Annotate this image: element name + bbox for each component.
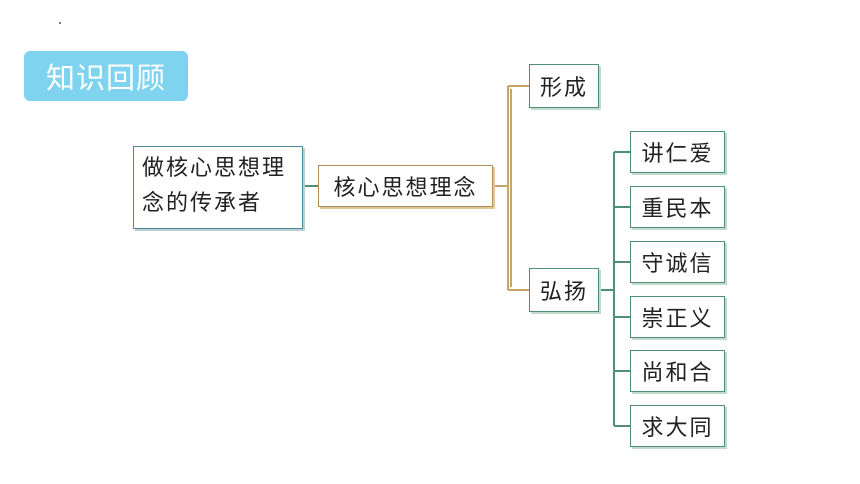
leaf-node: 讲仁爱 <box>630 131 725 173</box>
review-badge: 知识回顾 <box>24 51 188 101</box>
leaf-node: 守诚信 <box>630 241 725 283</box>
leaf-node-label: 求大同 <box>641 416 714 441</box>
root-node-line1: 做核心思想理 <box>142 156 287 181</box>
leaf-node: 重民本 <box>630 186 725 228</box>
root-node: 做核心思想理 念的传承者 <box>133 146 303 229</box>
leaf-node-label: 讲仁爱 <box>641 142 714 167</box>
leaf-node: 崇正义 <box>630 296 725 338</box>
branch-node-promote: 弘扬 <box>529 268 599 312</box>
leaf-node-label: 重民本 <box>641 197 714 222</box>
leaf-node: 尚和合 <box>630 350 725 392</box>
branch-node-label: 弘扬 <box>539 280 588 305</box>
leaf-node-label: 守诚信 <box>641 252 714 277</box>
slide-dot <box>59 22 61 24</box>
root-node-line2: 念的传承者 <box>142 191 263 216</box>
connector-center-branches <box>493 85 529 291</box>
branch-node-formation: 形成 <box>529 64 599 108</box>
leaf-node-label: 尚和合 <box>641 361 714 386</box>
connector-branch-leaves <box>599 151 630 427</box>
branch-node-label: 形成 <box>539 76 588 101</box>
center-node: 核心思想理念 <box>318 165 493 207</box>
center-node-label: 核心思想理念 <box>333 176 478 201</box>
leaf-node-label: 崇正义 <box>641 307 714 332</box>
leaf-node: 求大同 <box>630 405 725 447</box>
review-badge-label: 知识回顾 <box>45 61 166 95</box>
